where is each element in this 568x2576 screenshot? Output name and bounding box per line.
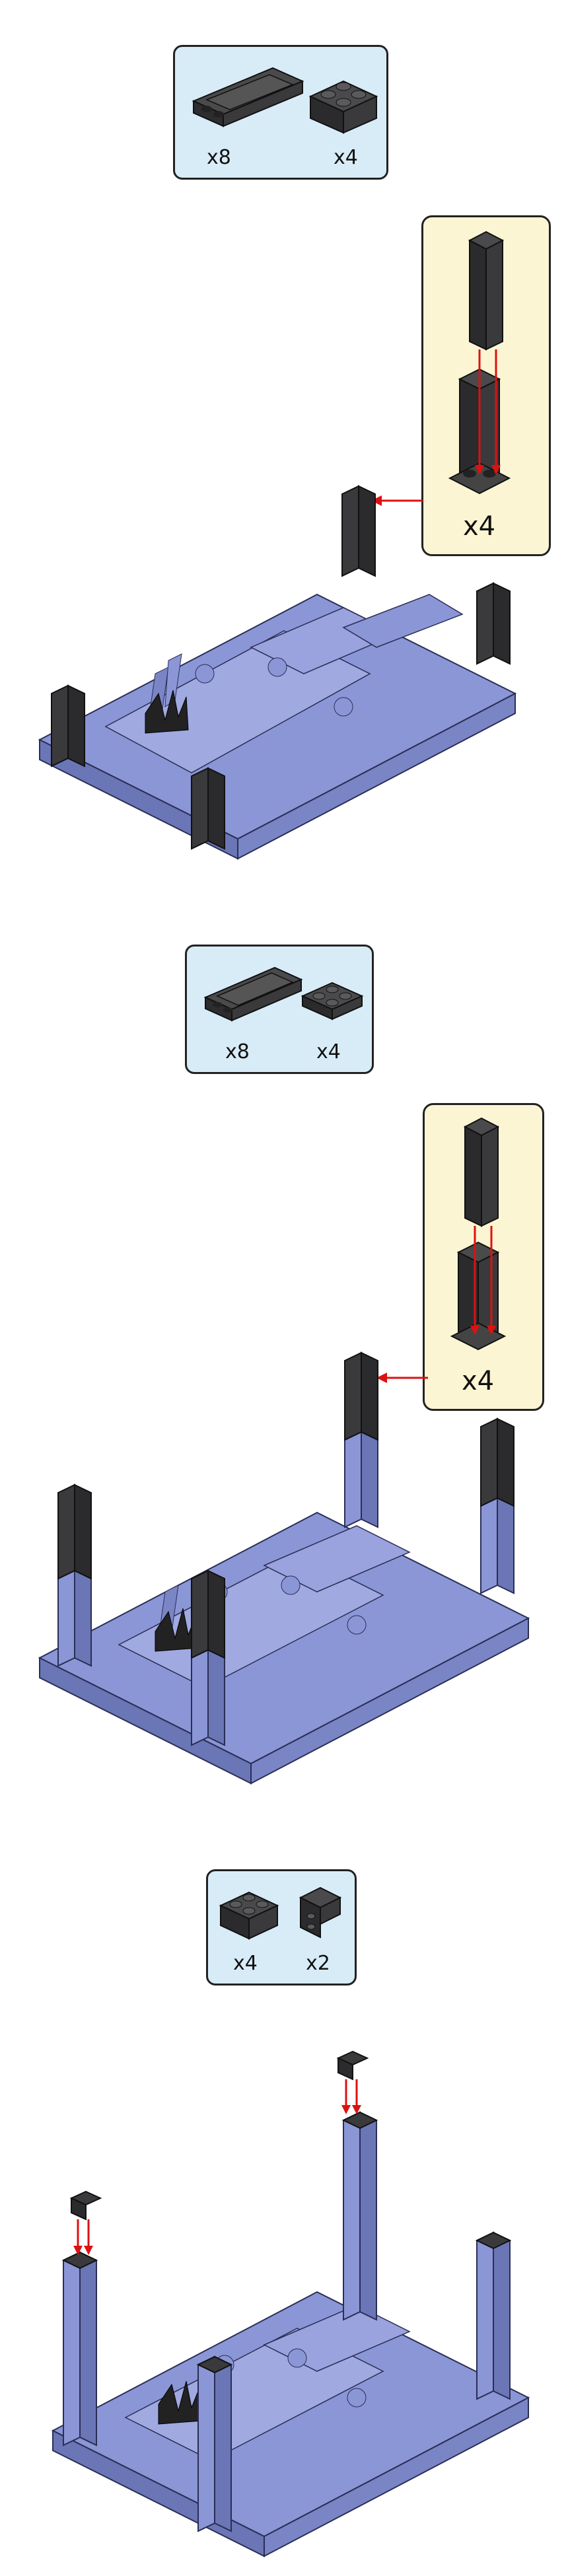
step-3: x4 x2 (0, 1816, 568, 2576)
pointer-arrow (376, 1373, 428, 1383)
callout-step-2: x4 (423, 1103, 544, 1411)
dark-brick-1x2x5-icon (450, 1117, 507, 1351)
parts-list-step-3: x4 x2 (206, 1869, 357, 1986)
part-qty: x8 (207, 146, 231, 169)
step-1: x8 x4 x4 (0, 0, 568, 878)
part-qty: x4 (316, 1040, 341, 1063)
dark-tile-1x4-icon (203, 966, 303, 1022)
dark-brick-2x2-icon (219, 1891, 279, 1940)
part-qty: x8 (225, 1040, 250, 1063)
dark-bracket-icon (299, 1886, 342, 1939)
part-qty: x4 (334, 146, 358, 169)
dark-plate-2x2-icon (301, 982, 364, 1020)
dark-tile-1x4-icon (192, 67, 304, 127)
model-step-3 (51, 2050, 530, 2558)
part-qty: x2 (306, 1952, 330, 1975)
parts-list-step-2: x8 x4 (185, 945, 374, 1074)
model-step-1 (38, 485, 517, 860)
parts-list-step-1: x8 x4 (173, 45, 388, 180)
model-step-2 (38, 1351, 530, 1785)
callout-step-1: x4 (421, 215, 551, 556)
dark-brick-2x2-icon (308, 80, 378, 134)
pointer-arrow (371, 495, 423, 506)
callout-qty: x4 (462, 1366, 495, 1396)
step-2: x8 x4 x4 (0, 878, 568, 1816)
part-qty: x4 (233, 1952, 258, 1975)
dark-brick-1x2x5-icon (448, 231, 511, 495)
callout-qty: x4 (463, 511, 496, 542)
